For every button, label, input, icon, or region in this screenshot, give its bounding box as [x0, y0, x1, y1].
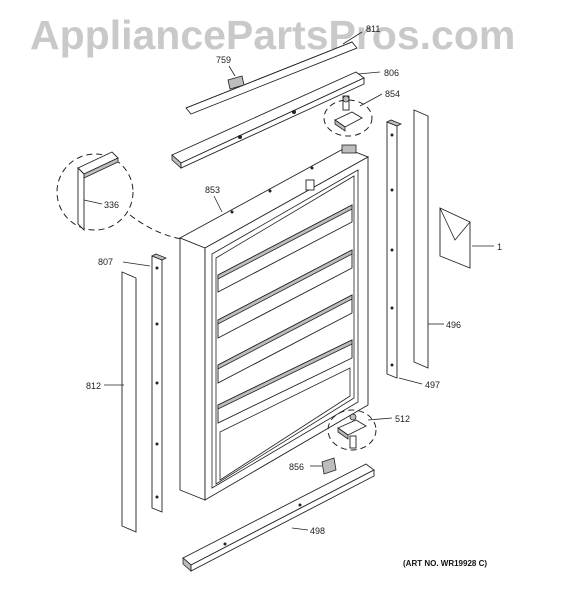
callout-512: 512: [395, 414, 410, 424]
callout-497: 497: [425, 380, 440, 390]
callout-498: 498: [310, 526, 325, 536]
callout-496: 496: [446, 320, 461, 330]
part-856-clip[interactable]: [321, 457, 337, 475]
watermark-logo: AppliancePartsPros.com: [30, 12, 516, 58]
part-497-right-rail[interactable]: [386, 119, 402, 379]
callout-1: 1: [497, 242, 502, 252]
part-853-door-panel[interactable]: [178, 144, 370, 501]
callout-811: 811: [366, 24, 380, 34]
part-812-left-strip[interactable]: [121, 271, 137, 533]
part-811-strip[interactable]: [185, 41, 358, 115]
part-498-bottom-bracket[interactable]: [182, 463, 375, 572]
callout-807: 807: [98, 257, 113, 267]
callout-806: 806: [384, 68, 399, 78]
leader-lines: [83, 31, 494, 531]
callout-759: 759: [216, 55, 231, 65]
part-854-top-hinge[interactable]: [323, 95, 373, 137]
part-1-literature[interactable]: [439, 207, 471, 269]
callout-853: 853: [205, 185, 220, 195]
art-number: (ART NO. WR19928 C): [403, 559, 487, 568]
part-807-left-rail[interactable]: [151, 253, 167, 513]
callout-854: 854: [385, 89, 400, 99]
callout-labels: 811 806 759 854 336 853 1 807 496 812 49…: [86, 24, 502, 568]
part-759-pad[interactable]: [227, 75, 245, 90]
part-512-bottom-hinge[interactable]: [327, 409, 377, 451]
part-806-bracket[interactable]: [171, 71, 365, 169]
part-336-gasket-detail[interactable]: [56, 151, 187, 241]
callout-812: 812: [86, 381, 101, 391]
part-496-right-strip[interactable]: [413, 109, 429, 369]
callout-856: 856: [289, 462, 304, 472]
callout-336: 336: [104, 200, 119, 210]
